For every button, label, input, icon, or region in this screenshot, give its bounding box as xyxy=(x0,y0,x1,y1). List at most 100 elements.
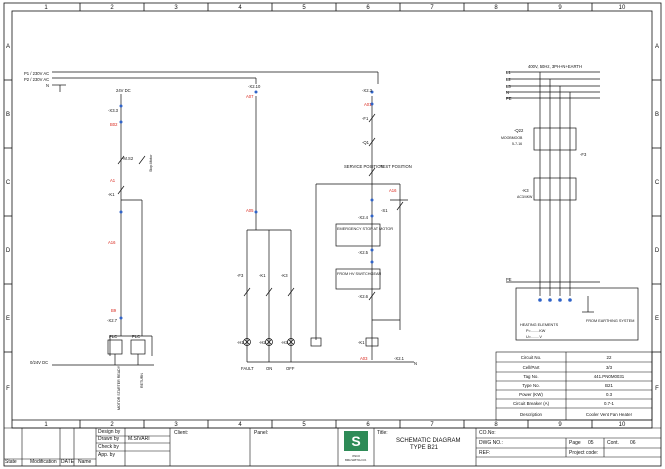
a07-label: A07 xyxy=(246,94,254,99)
grid-col-7: 7 xyxy=(430,5,434,11)
grid-col-9-bottom: 9 xyxy=(558,422,562,428)
dwg-no-label: DWG NO.: xyxy=(479,440,503,446)
company-logo: S VISCO BMA SWITCH CO. xyxy=(344,431,368,462)
test-position-label: TEST POSITION xyxy=(380,164,412,169)
supply-p2-label: P2 / 230V AC xyxy=(24,77,49,82)
plc1-label: PLC xyxy=(109,334,117,339)
grid-col-3: 3 xyxy=(174,5,178,11)
spec-key: Tag No. xyxy=(523,374,538,379)
grid-row-f-right: F xyxy=(655,386,659,392)
heating-u-label: U=........V xyxy=(526,335,542,339)
spec-key: Power (KW) xyxy=(519,392,543,397)
q22-model-label: MOOBMOOB xyxy=(501,136,523,140)
col1-b9-label: B9 xyxy=(111,308,117,313)
col1-a16-label: A16 xyxy=(108,240,116,245)
grid-col-1-bottom: 1 xyxy=(44,422,48,428)
phase-n: N xyxy=(506,90,509,95)
from-hv-label: FROM HV SWITCHGEAR xyxy=(337,272,382,276)
x23-label: -X2.3 xyxy=(362,88,373,93)
on-label: ON xyxy=(266,366,272,371)
earthing-label: FROM EARTHING SYSTEM xyxy=(586,319,634,323)
spec-value: 0.3 xyxy=(606,392,613,397)
grid-row-b: B xyxy=(6,112,10,118)
cont-value: 06 xyxy=(630,440,636,446)
spec-value: 3/3 xyxy=(606,365,613,370)
grid-row-a: A xyxy=(6,44,10,50)
date-label: DATE xyxy=(61,459,74,465)
spec-value: Cooler Vent Fan Heater xyxy=(586,412,633,417)
spec-key: Circuit Breaker (A) xyxy=(513,401,550,406)
modification-label: Modification xyxy=(30,459,57,465)
grid-col-2-bottom: 2 xyxy=(110,422,114,428)
grid-col-10: 10 xyxy=(619,5,626,11)
name-label: Name xyxy=(78,459,92,465)
supply-n-label: N xyxy=(46,83,49,88)
f3b-label: -F3 xyxy=(580,152,587,157)
grid-col-9: 9 xyxy=(558,5,562,11)
q22-label: -Q22 xyxy=(514,128,524,133)
drawing-title-line1: SCHEMATIC DIAGRAM xyxy=(396,438,461,444)
grid-col-1: 1 xyxy=(44,5,48,11)
spec-key: Circuit No. xyxy=(521,355,542,360)
k1b-label: -K1 xyxy=(259,273,266,278)
x26-label: -X2.6 xyxy=(358,294,369,299)
grid-col-8: 8 xyxy=(494,5,498,11)
x21-label: -X2.1 xyxy=(394,356,405,361)
grid-col-5: 5 xyxy=(302,5,306,11)
k3b-label: -K3 xyxy=(281,273,288,278)
drawn-by-value: M.SIVARI xyxy=(128,436,150,442)
x25-label: -X2.5 xyxy=(358,250,369,255)
grid-row-f: F xyxy=(6,386,10,392)
n2-label: N xyxy=(414,361,417,366)
design-by-label: Design by xyxy=(98,429,121,435)
x24-label: -X2.4 xyxy=(358,215,369,220)
f1-label: -F1 xyxy=(362,116,369,121)
grid-col-6: 6 xyxy=(366,5,370,11)
supply-p1-label: P1 / 230V AC xyxy=(24,71,49,76)
grid-col-4: 4 xyxy=(238,5,242,11)
phase-l1: L1 xyxy=(506,70,511,75)
grid-row-c: C xyxy=(6,180,11,186)
service-position-label: SERVICE POSITION xyxy=(344,164,383,169)
page-value: 05 xyxy=(588,440,594,446)
grid-row-c-right: C xyxy=(655,180,660,186)
fault-label: FAULT xyxy=(241,366,254,371)
stop-motor-label: Stop Motor xyxy=(149,154,153,172)
spec-value: B21 xyxy=(605,383,613,388)
grid-row-e: E xyxy=(6,316,10,322)
k3c-label: -K3 xyxy=(522,188,529,193)
grid-col-5-bottom: 5 xyxy=(302,422,306,428)
grid-col-8-bottom: 8 xyxy=(494,422,498,428)
a05-label: A05 xyxy=(246,208,254,213)
grid-col-7-bottom: 7 xyxy=(430,422,434,428)
client-label: Client: xyxy=(174,430,189,436)
cont-label: Cont. xyxy=(607,440,619,446)
page-label: Page xyxy=(569,440,581,446)
phase-l2: L2 xyxy=(506,77,511,82)
phase-pe: PE xyxy=(506,96,512,101)
ref-label: REF: xyxy=(479,450,491,456)
spec-key: Type No. xyxy=(522,383,540,388)
col1-ms-label: -M.S2 xyxy=(122,156,134,161)
k3c-model-label: AC3/4KW xyxy=(517,195,533,199)
pe-label: PE xyxy=(506,277,512,282)
project-code-label: Project code: xyxy=(569,450,599,456)
dc0-label: 0/24V DC xyxy=(30,360,48,365)
svg-text:BMA SWITCH CO.: BMA SWITCH CO. xyxy=(345,458,367,462)
drawn-by-label: Drawn by xyxy=(98,436,120,442)
co-no-label: CO.No: xyxy=(479,430,496,436)
col1-k1-label: -K1 xyxy=(108,192,115,197)
col1-b-label: B02 xyxy=(110,122,118,127)
spec-value: 441.PN0M0031 xyxy=(594,374,625,379)
heating-label: HEATING ELEMENTS xyxy=(520,323,559,327)
grid-row-b-right: B xyxy=(655,112,659,118)
spec-key: Cell/Part xyxy=(523,365,541,370)
dc24-label: 24V DC xyxy=(116,88,131,93)
grid-col-2: 2 xyxy=(110,5,114,11)
spec-value: 22 xyxy=(607,355,612,360)
grid-row-d-right: D xyxy=(655,248,660,254)
svg-text:VISCO: VISCO xyxy=(352,454,360,458)
grid-row-a-right: A xyxy=(655,44,659,50)
s1-label: -S1 xyxy=(381,208,388,213)
